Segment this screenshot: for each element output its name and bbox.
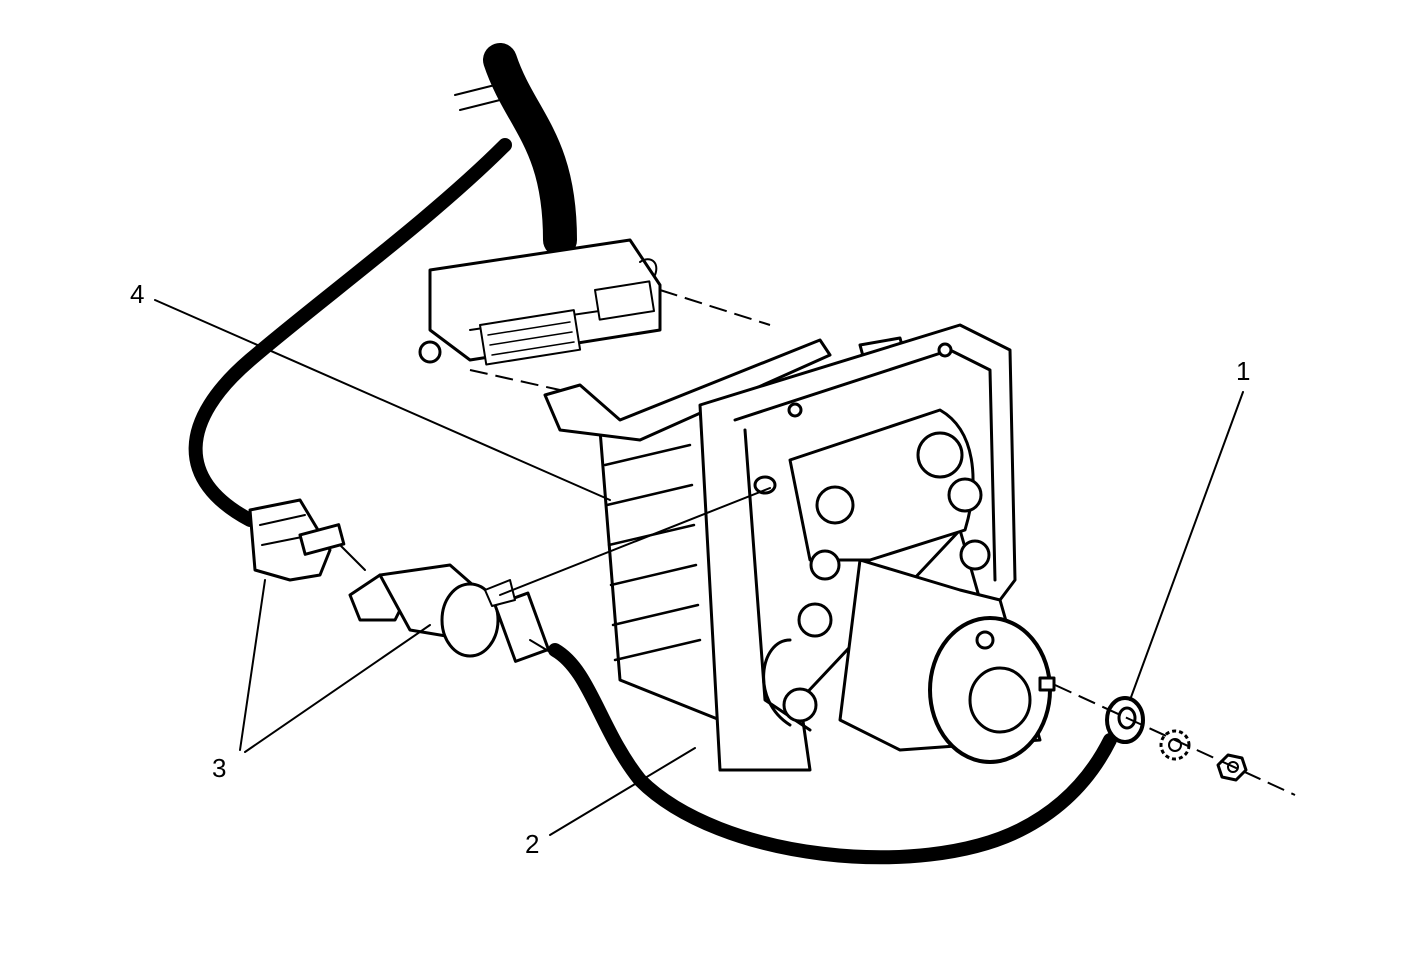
leader-line-3b: [244, 624, 431, 753]
hex-nut: [1216, 753, 1248, 782]
sensor-wire-harness-left: [188, 138, 512, 527]
callout-4: 4: [130, 279, 144, 309]
pump-motor: [838, 558, 1056, 764]
harness-connector: [418, 238, 662, 366]
leader-line-3a: [239, 579, 266, 751]
sensor-connector-left: [248, 498, 366, 582]
leader-line-2: [549, 747, 696, 836]
main-wiring-harness: [454, 43, 577, 257]
ground-cable: [548, 643, 1117, 865]
leader-line-4: [154, 299, 611, 501]
leader-line-1: [1129, 391, 1244, 701]
module-mount-hole-line: [499, 487, 771, 596]
leader-lines: [154, 299, 1244, 836]
callout-3: 3: [212, 753, 226, 783]
ground-stud-axis-line: [1054, 684, 1296, 796]
callout-2: 2: [525, 829, 539, 859]
sensor-connector-right: [348, 563, 556, 663]
callout-1: 1: [1236, 356, 1250, 386]
connector-alignment-lines: [469, 289, 771, 391]
ring-terminal: [1105, 696, 1145, 744]
